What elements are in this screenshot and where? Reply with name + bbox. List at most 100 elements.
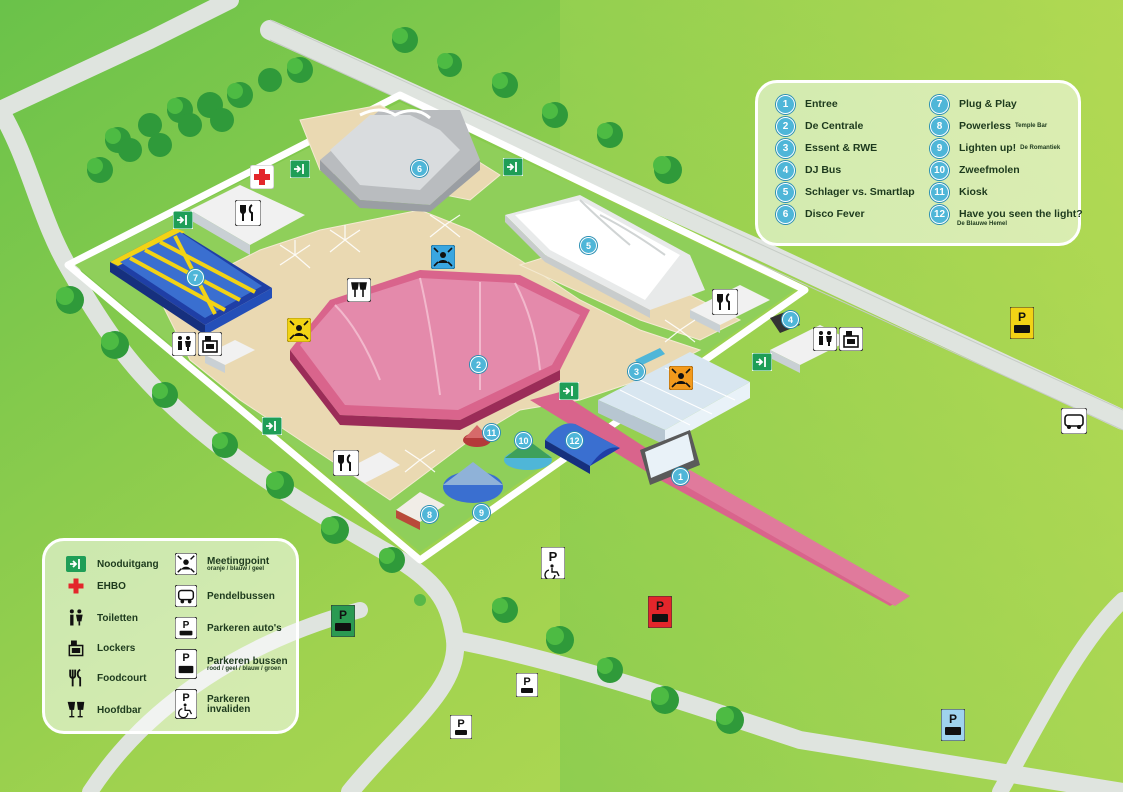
svg-text:P: P <box>182 652 189 664</box>
venue-number: 6 <box>776 204 795 224</box>
venue-number: 3 <box>776 138 795 158</box>
venue-name: Disco Fever <box>805 208 865 220</box>
bus-parking-yellow-icon[interactable]: P <box>1010 307 1034 339</box>
meeting-point-icon <box>175 553 197 575</box>
venue-subtitle: De Blauwe Hemel <box>957 221 1008 227</box>
map-marker-7[interactable]: 7 <box>187 269 204 286</box>
first-aid-cross-icon[interactable] <box>250 165 274 189</box>
car-parking-icon-1[interactable]: P <box>541 547 565 579</box>
bus-parking-icon: P <box>175 649 197 679</box>
car-parking-icon: P <box>175 617 197 639</box>
venue-item-1[interactable]: 1 Entree <box>776 94 838 114</box>
svg-text:P: P <box>523 676 530 688</box>
meeting-point-icon-blue[interactable] <box>431 245 455 269</box>
venue-item-3[interactable]: 3 Essent & RWE <box>776 138 878 158</box>
toilets-icon-2[interactable] <box>813 327 837 351</box>
svg-text:P: P <box>339 608 347 622</box>
venue-number: 4 <box>776 160 795 180</box>
legend-sublabel: invaliden <box>207 703 251 715</box>
emergency-exit-icon-4[interactable] <box>262 417 282 435</box>
legend-item-shuttle-bus: Pendelbussen <box>175 585 275 607</box>
venue-name: Essent & RWE <box>805 142 878 154</box>
venue-subtitle: De Romantiek <box>1020 145 1061 151</box>
venue-number: 2 <box>776 116 795 136</box>
map-marker-9[interactable]: 9 <box>473 504 490 521</box>
foodcourt-icon[interactable] <box>235 200 261 226</box>
legend-label: Parkeren bussen <box>207 656 288 667</box>
emergency-exit-icon-5[interactable] <box>559 382 579 400</box>
lockers-icon-2[interactable] <box>839 327 863 351</box>
venue-name: Entree <box>805 98 838 110</box>
legend-item-toilets: Toiletten <box>65 607 138 629</box>
toilets-icon[interactable] <box>172 332 196 356</box>
bus-parking-green-icon[interactable]: P <box>331 605 355 637</box>
emergency-exit-icon-6[interactable] <box>752 353 772 371</box>
main-bar-icon[interactable] <box>347 278 371 302</box>
trees <box>56 27 744 734</box>
light-installations <box>279 214 696 473</box>
shuttle-bus-icon-map[interactable] <box>1061 408 1087 434</box>
venue-number: 1 <box>776 94 795 114</box>
car-parking-icon-3[interactable]: P <box>450 715 472 739</box>
venue-item-6[interactable]: 6 Disco Fever <box>776 204 865 224</box>
map-marker-10[interactable]: 10 <box>515 432 532 449</box>
svg-text:P: P <box>457 718 464 730</box>
meeting-point-icon-orange[interactable] <box>669 366 693 390</box>
shuttle-bus-icon <box>175 585 197 607</box>
lockers-icon[interactable] <box>198 332 222 356</box>
map-marker-1[interactable]: 1 <box>672 468 689 485</box>
meeting-point-icon-yellow[interactable] <box>287 318 311 342</box>
bus-parking-blue-icon[interactable]: P <box>941 709 965 741</box>
map-marker-4[interactable]: 4 <box>782 311 799 328</box>
legend-label: Nooduitgang <box>97 558 159 570</box>
svg-text:P: P <box>656 599 664 613</box>
legend-label: Parkeren <box>207 693 250 705</box>
svg-text:P: P <box>549 549 558 564</box>
legend-sublabel: rood / geel / blauw / groen <box>207 666 282 672</box>
legend-label: Foodcourt <box>97 672 147 684</box>
map-marker-12[interactable]: 12 <box>566 432 583 449</box>
foodcourt-icon <box>65 667 87 689</box>
emergency-exit-icon[interactable] <box>290 160 310 178</box>
map-marker-3[interactable]: 3 <box>628 363 645 380</box>
venue-name: Schlager vs. Smartlap <box>805 186 915 198</box>
emergency-exit-icon-3[interactable] <box>173 211 193 229</box>
map-marker-2[interactable]: 2 <box>470 356 487 373</box>
legend-item-emergency-exit: Nooduitgang <box>65 553 159 575</box>
legend-label: Toiletten <box>97 612 138 624</box>
first-aid-cross-icon <box>65 575 87 597</box>
lockers-icon <box>65 637 87 659</box>
foodcourt-icon-2[interactable] <box>712 289 738 315</box>
foodcourt-icon-3[interactable] <box>333 450 359 476</box>
svg-text:P: P <box>949 712 957 726</box>
legend-label: Meetingpoint <box>207 556 270 567</box>
venue-number: 9 <box>930 138 949 158</box>
legend-item-foodcourt: Foodcourt <box>65 667 146 689</box>
map-marker-8[interactable]: 8 <box>421 506 438 523</box>
emergency-exit-icon-2[interactable] <box>503 158 523 176</box>
map-marker-5[interactable]: 5 <box>580 237 597 254</box>
car-parking-icon-2[interactable]: P <box>516 673 538 697</box>
entrance-carpet-inner <box>675 470 910 606</box>
bus-parking-red-icon[interactable]: P <box>648 596 672 628</box>
festival-fence <box>64 91 809 564</box>
map-marker-6[interactable]: 6 <box>411 160 428 177</box>
legend-item-first-aid: EHBO <box>65 575 126 597</box>
attractions <box>396 425 552 530</box>
legend-item-main-bar: Hoofdbar <box>65 699 141 721</box>
venue-number: 11 <box>930 182 949 202</box>
venue-number: 12 <box>930 204 949 224</box>
map-marker-11[interactable]: 11 <box>483 424 500 441</box>
legend-sublabel: oranje / blauw / geel <box>207 566 265 572</box>
